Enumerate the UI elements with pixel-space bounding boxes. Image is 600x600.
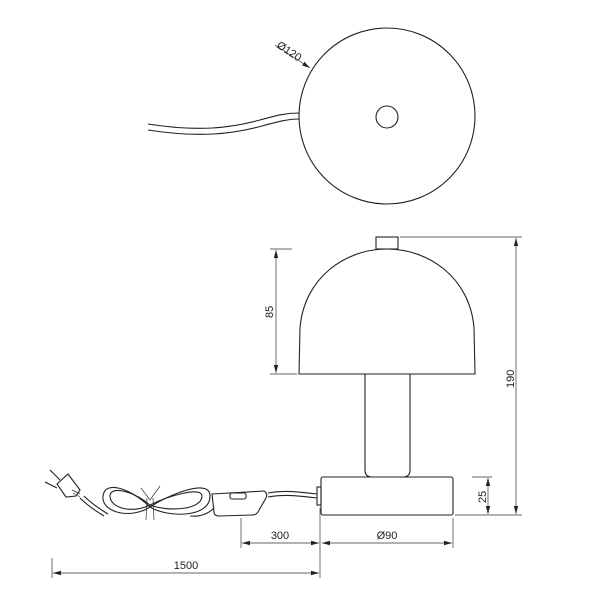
top-view: Ø120 — [147, 27, 476, 205]
coil-outer — [102, 486, 211, 515]
plug-icon — [44, 469, 81, 498]
cable-4 — [83, 495, 109, 515]
switch-distance-label: 300 — [271, 530, 289, 542]
coil-inner — [109, 489, 203, 510]
cable-tie — [140, 485, 161, 521]
side-view — [298, 236, 476, 516]
lamp-base — [320, 476, 454, 516]
cable-3 — [189, 507, 215, 517]
total-height-label: 190 — [505, 370, 517, 388]
switch-rocker — [229, 492, 247, 500]
cable-assembly — [44, 469, 318, 521]
cable-2 — [267, 494, 318, 499]
shade-knob — [375, 236, 399, 250]
cable-grommet — [316, 486, 322, 506]
diameter-leader — [274, 44, 311, 69]
lamp-shade — [298, 248, 476, 375]
dimensions: 85 190 25 300 Ø90 1500 — [51, 236, 522, 578]
lamp-stem — [364, 374, 411, 478]
top-diameter-label: Ø120 — [274, 39, 303, 64]
base-height-label: 25 — [477, 491, 489, 503]
cable-top-1 — [147, 112, 300, 129]
shade-height-label: 85 — [264, 306, 276, 318]
base-top-outline — [298, 27, 476, 205]
cable-top-2 — [147, 118, 300, 135]
cable-length-label: 1500 — [174, 560, 198, 572]
center-knob-top — [375, 105, 399, 129]
cable-1 — [267, 490, 318, 495]
base-diameter-label: Ø90 — [377, 530, 398, 542]
cable-5 — [79, 497, 105, 517]
inline-switch — [211, 490, 268, 517]
